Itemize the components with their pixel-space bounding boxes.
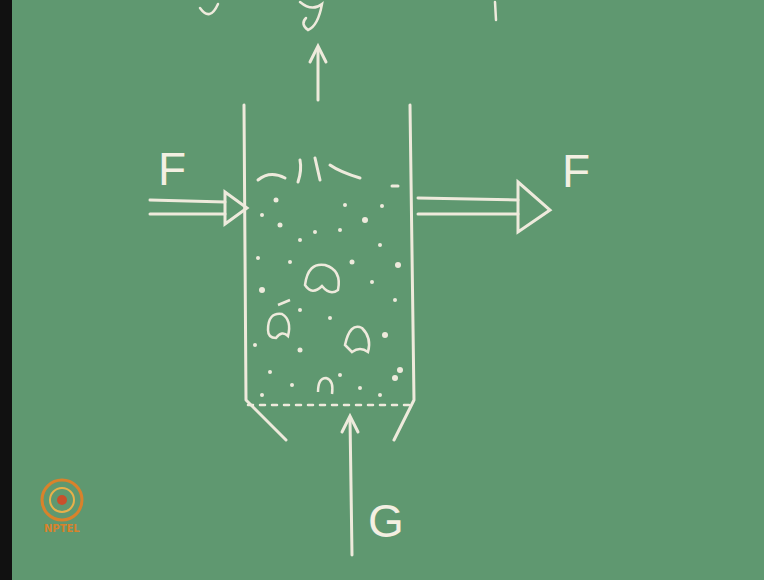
vessel [244, 105, 414, 440]
gas-outlet-arrow [310, 46, 326, 100]
frame-edge [0, 0, 12, 580]
bubbles [268, 265, 369, 394]
particles [253, 198, 403, 398]
stream-label: F [562, 148, 590, 194]
nptel-logo [42, 480, 82, 520]
outlet-arrow [418, 182, 550, 232]
gas-label: G [368, 498, 404, 544]
inlet-arrow [150, 192, 247, 224]
top-chalk-marks [200, 2, 496, 30]
gas-inlet-arrow [342, 416, 358, 555]
logo-text: NPTEL [44, 524, 80, 534]
stream-label: F [158, 146, 186, 192]
